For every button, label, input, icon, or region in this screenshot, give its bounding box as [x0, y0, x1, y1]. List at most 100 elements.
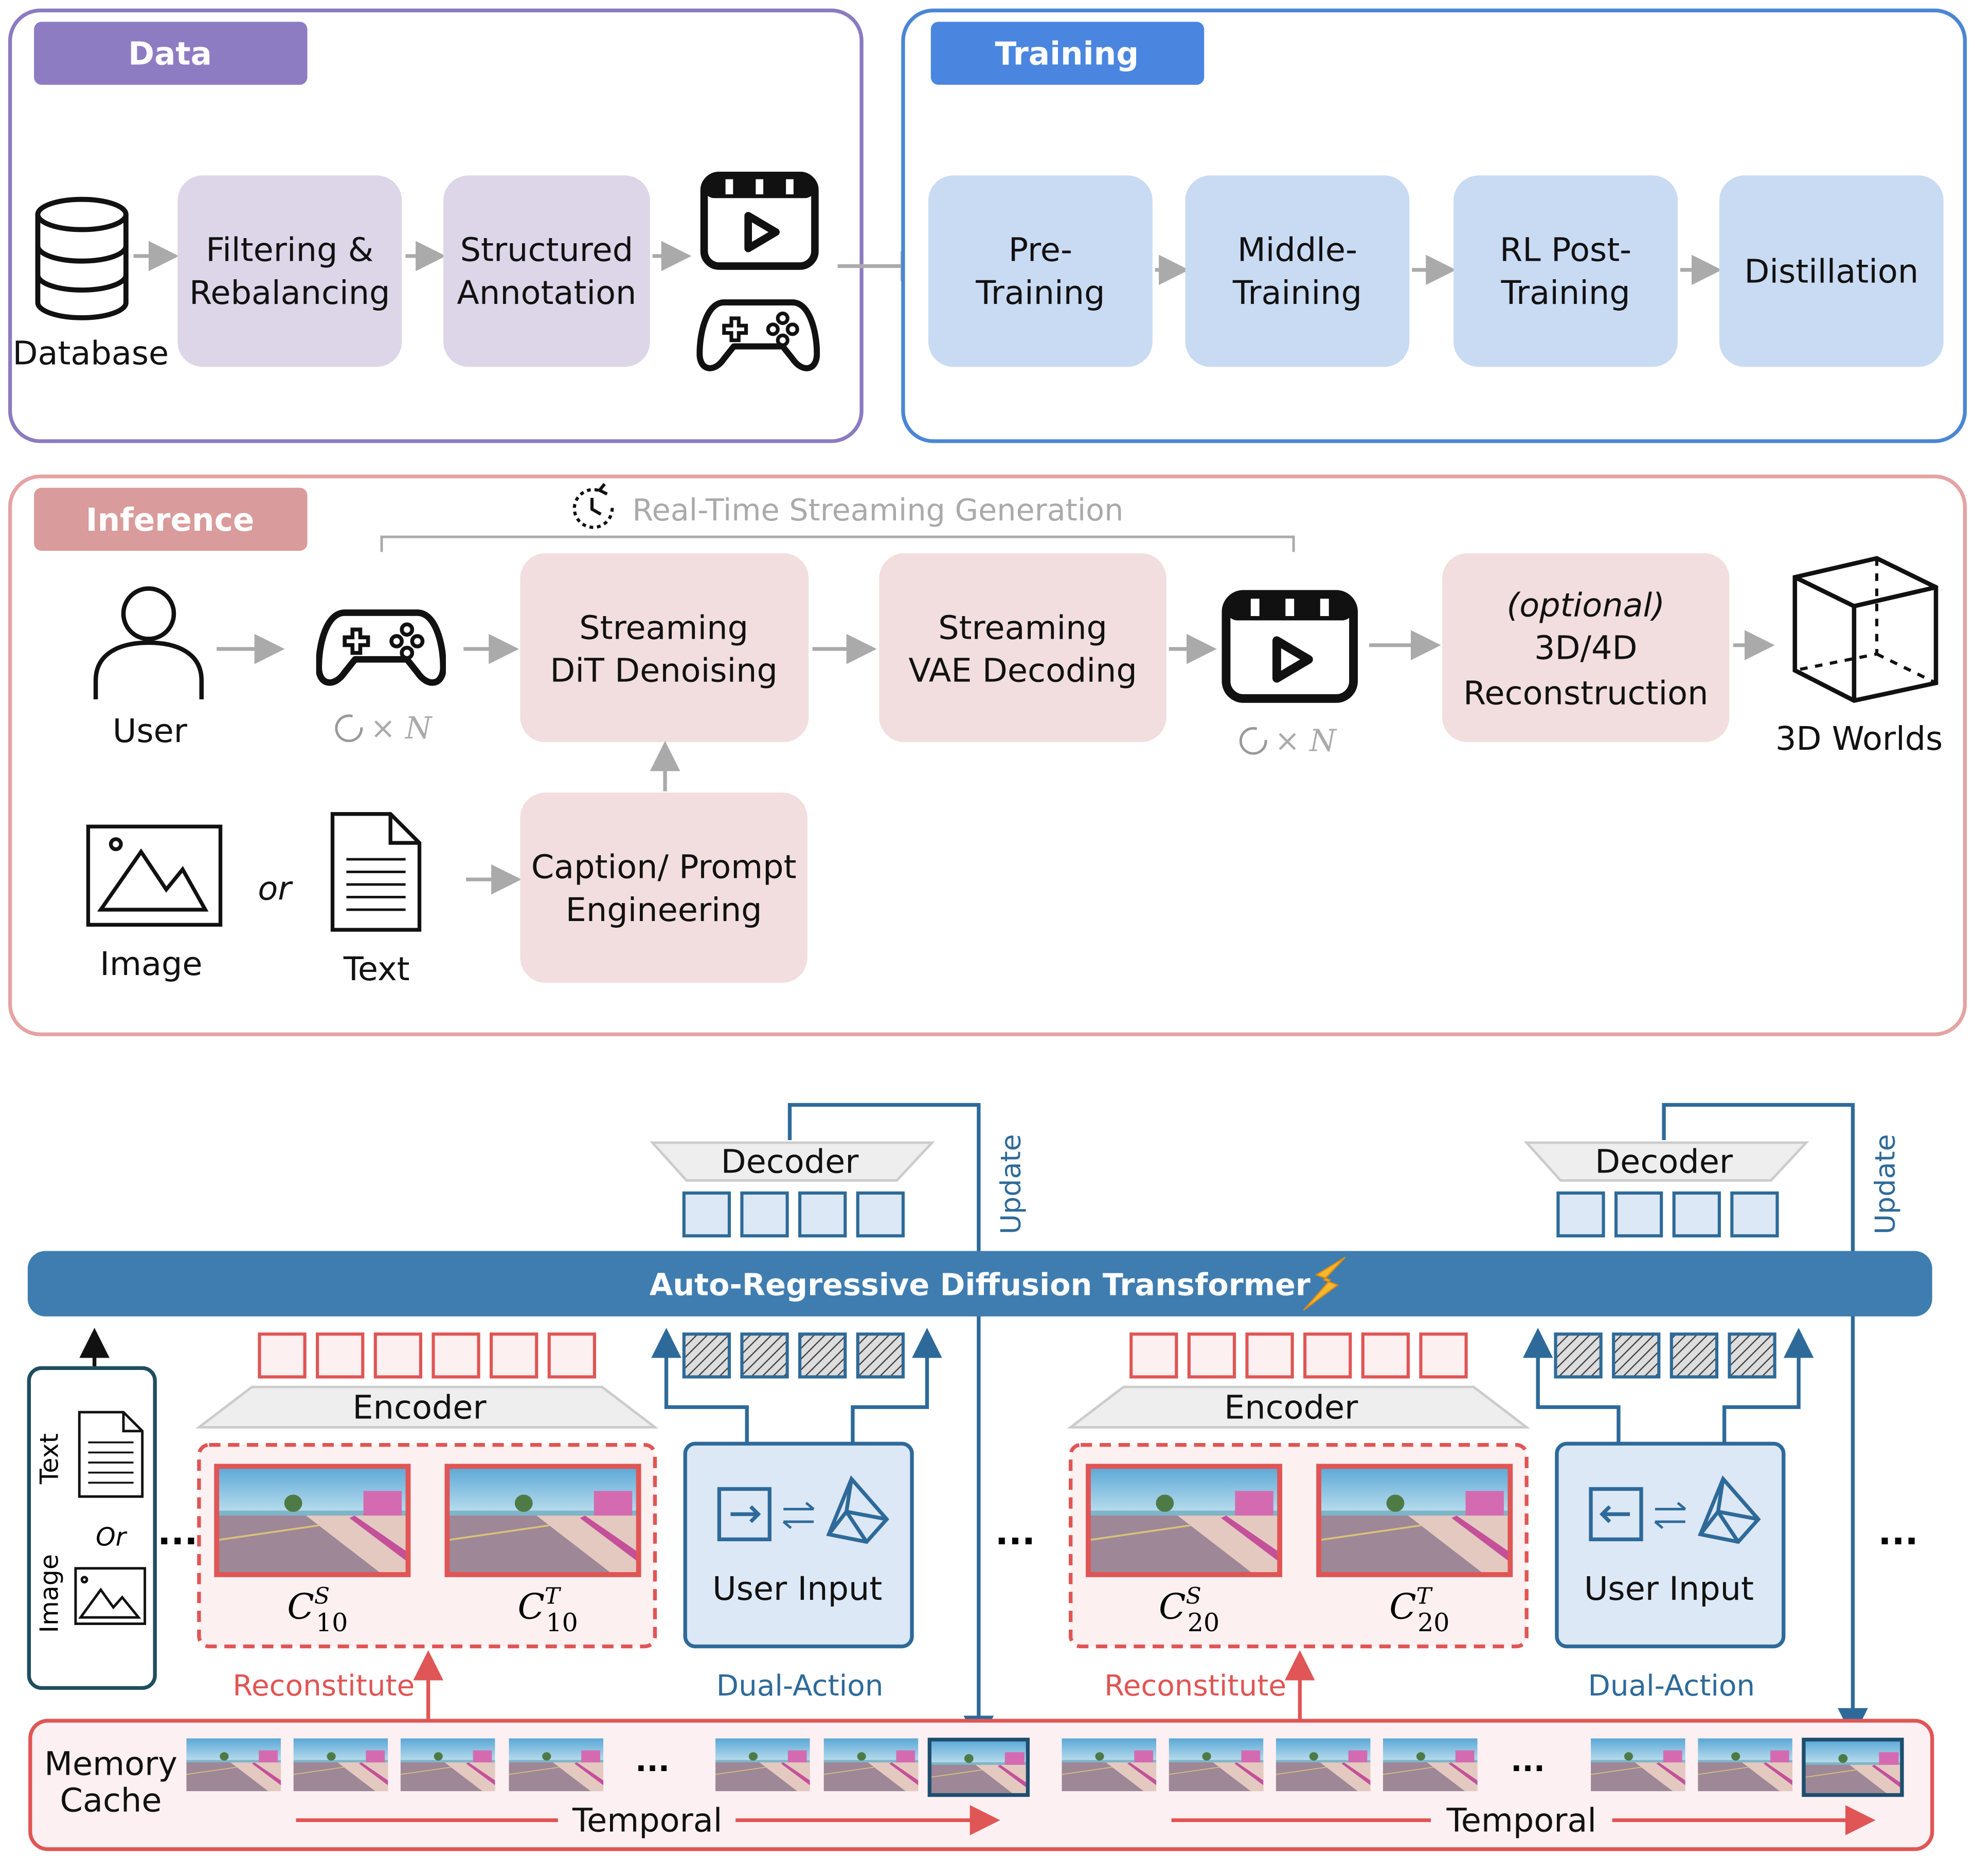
- memory-frames: [186, 1738, 1904, 1797]
- pre-training-label: Pre-: [1009, 231, 1072, 269]
- reconstitute-label-2: Reconstitute: [1104, 1669, 1286, 1703]
- clip-label: C: [1389, 1586, 1416, 1628]
- pre-training-label-2: Training: [975, 274, 1105, 312]
- vae-decoding-box: [879, 553, 1166, 743]
- user-label: User: [113, 712, 188, 750]
- vae-label: Streaming: [938, 609, 1107, 647]
- latent-tokens: [258, 1332, 596, 1379]
- temporal-frame: [447, 1466, 639, 1575]
- training-panel: Training Pre- Training Middle- Training …: [901, 8, 1967, 443]
- streaming-bracket: [380, 535, 1295, 552]
- loop-icon: [1239, 727, 1267, 755]
- dit-denoising-box: [520, 553, 809, 743]
- condition-image-label: Image: [35, 1554, 64, 1633]
- encoder-2: [1067, 1385, 1531, 1429]
- image-icon: [86, 824, 223, 927]
- spatial-frame: [217, 1466, 408, 1575]
- user-input-box: [1555, 1441, 1786, 1649]
- memory-frame-current: [1803, 1739, 1902, 1795]
- ellipsis: ...: [1878, 1512, 1918, 1553]
- update-label: Update: [995, 1134, 1027, 1234]
- memory-frame: [823, 1738, 919, 1792]
- image-icon: [74, 1567, 147, 1625]
- memory-frame-current: [929, 1739, 1028, 1795]
- middle-training-label-2: Training: [1232, 274, 1362, 312]
- memory-frame: [1169, 1738, 1264, 1792]
- memory-label: Memory: [44, 1745, 177, 1783]
- clip-label: C: [287, 1586, 314, 1628]
- memory-frame: [1382, 1738, 1478, 1792]
- recon-label-2: 3D/4D: [1534, 629, 1637, 668]
- annotation-box: [443, 175, 650, 367]
- clock-icon: [572, 483, 614, 529]
- memory-frame: [1062, 1738, 1157, 1792]
- temporal-frame: [1319, 1466, 1511, 1575]
- pre-training-box: [928, 175, 1153, 367]
- caption-label: Caption/ Prompt: [531, 849, 797, 887]
- worlds-label: 3D Worlds: [1775, 720, 1943, 758]
- text-document-icon: [78, 1411, 144, 1498]
- architecture-diagram: Update Update Decoder Decoder Auto-Regre…: [27, 1103, 1934, 1851]
- latent-tokens: [1129, 1332, 1468, 1379]
- ellipsis: ...: [995, 1512, 1035, 1553]
- annotation-label-2: Annotation: [457, 274, 636, 312]
- clip-label: C: [518, 1586, 545, 1628]
- memory-frame: [1276, 1738, 1371, 1792]
- action-tokens: [1554, 1332, 1776, 1379]
- transformer-bar: [27, 1251, 1932, 1316]
- data-panel: Data Database Filtering & Rebalancing St…: [8, 8, 864, 443]
- training-tag: [930, 22, 1205, 85]
- temporal-label: Temporal: [572, 1802, 722, 1840]
- dit-label-2: DiT Denoising: [550, 652, 778, 690]
- video-icon: [704, 175, 815, 266]
- inference-title: Inference: [86, 502, 255, 538]
- memory-frame: [186, 1738, 281, 1792]
- dual-action-icon: [1589, 1475, 1761, 1544]
- filtering-label: Filtering &: [206, 231, 373, 269]
- caption-prompt-box: [520, 792, 807, 983]
- database-icon: [35, 196, 129, 320]
- annotation-label: Structured: [460, 231, 634, 269]
- encoder-label: Encoder: [352, 1388, 487, 1427]
- distillation-label: Distillation: [1744, 252, 1918, 291]
- memory-frame: [509, 1738, 604, 1792]
- memory-frame: [1591, 1738, 1685, 1792]
- repeat-label-2: × N: [1274, 723, 1337, 758]
- memory-label-2: Cache: [60, 1781, 162, 1819]
- update-label-2: Update: [1869, 1134, 1901, 1234]
- image-label: Image: [100, 945, 202, 983]
- update-arrow: [787, 1103, 994, 1746]
- data-tag: [34, 22, 308, 85]
- encoder-1: [195, 1385, 659, 1429]
- clip-label: C: [1159, 1586, 1186, 1628]
- filtering-box: [177, 175, 402, 367]
- action-tokens: [682, 1332, 905, 1379]
- memory-frame: [400, 1738, 495, 1792]
- condition-text-label: Text: [35, 1433, 64, 1485]
- video-icon: [1226, 594, 1354, 699]
- dual-action-icon: [717, 1475, 889, 1544]
- filtering-label-2: Rebalancing: [189, 274, 390, 312]
- caption-label-2: Engineering: [566, 891, 762, 929]
- memory-frame: [293, 1738, 388, 1792]
- memory-frame: [1698, 1738, 1792, 1792]
- database-label: Database: [12, 334, 169, 372]
- encoder-label-2: Encoder: [1224, 1388, 1358, 1427]
- spatial-frame: [1088, 1466, 1280, 1575]
- ellipsis: ...: [635, 1743, 670, 1778]
- lightning-icon: [1303, 1256, 1346, 1311]
- recon-label-3: Reconstruction: [1463, 675, 1708, 713]
- user-icon: [93, 586, 204, 699]
- dit-label: Streaming: [579, 609, 748, 647]
- rl-post-training-box: [1453, 175, 1678, 367]
- loop-icon: [335, 714, 363, 743]
- transformer-label: Auto-Regressive Diffusion Transformer: [650, 1267, 1310, 1302]
- cube-icon: [1792, 556, 1938, 703]
- distillation-box: [1719, 175, 1944, 367]
- memory-frame: [715, 1738, 810, 1792]
- vae-label-2: VAE Decoding: [908, 652, 1137, 690]
